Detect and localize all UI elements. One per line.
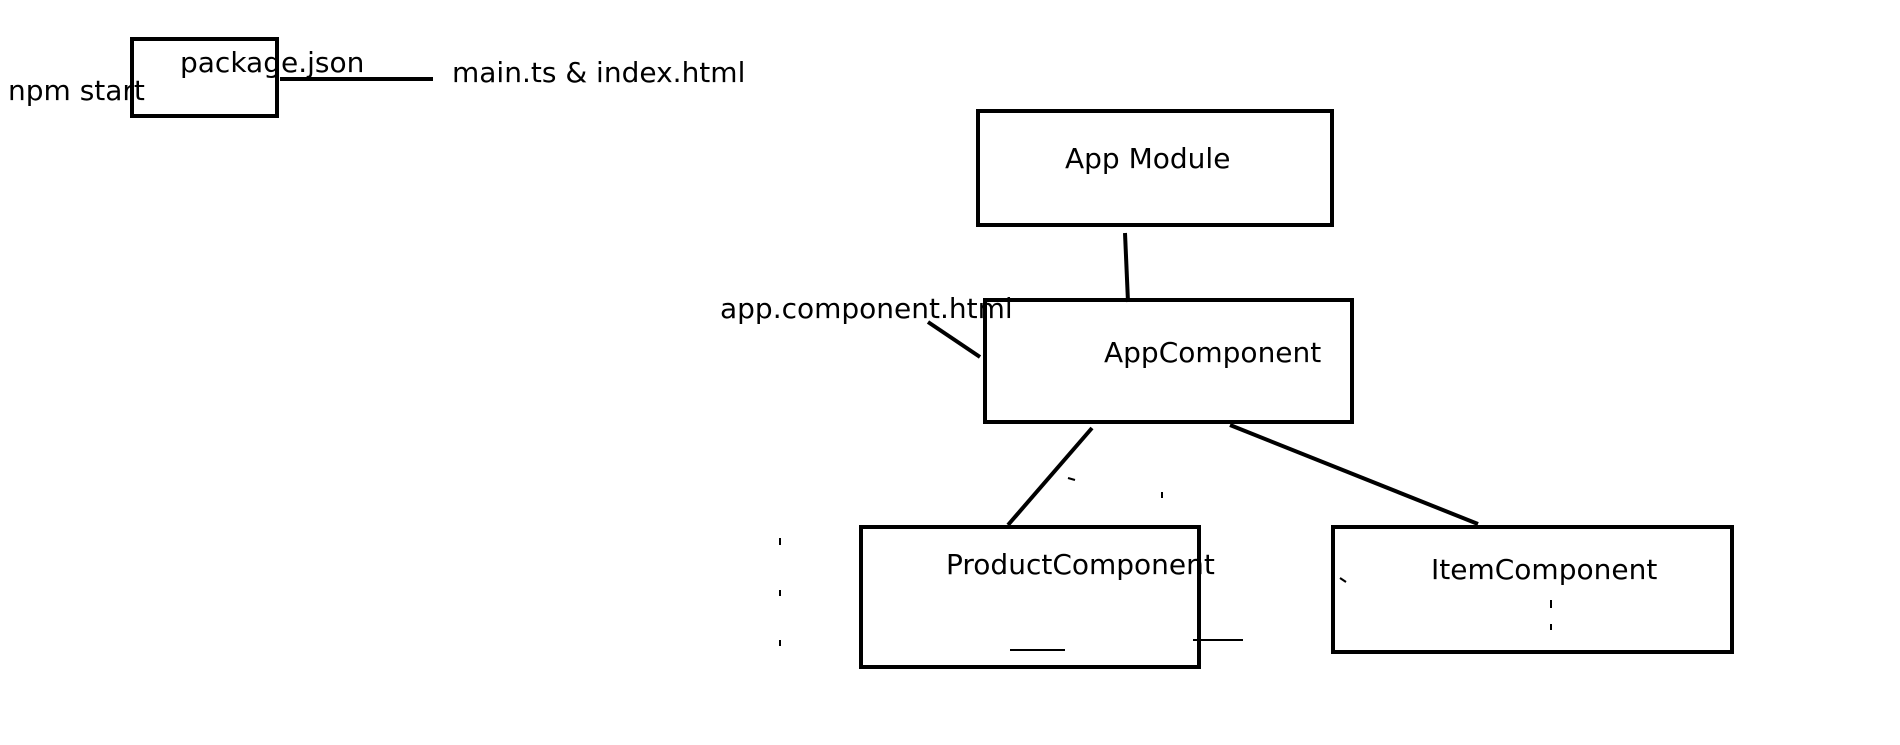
product-component-label: ProductComponent (946, 548, 1215, 581)
app-module-box (976, 109, 1334, 227)
app-component-label: AppComponent (1104, 336, 1321, 369)
package-json-label: package.json (180, 46, 364, 79)
stray-mark (1067, 477, 1076, 481)
app-component-to-product-connector (1006, 426, 1094, 527)
app-component-box (983, 298, 1354, 424)
stray-mark (1339, 577, 1347, 583)
app-component-html-connector (926, 320, 982, 359)
app-module-label: App Module (1065, 142, 1230, 175)
app-component-to-item-connector (1229, 423, 1479, 526)
product-component-box (859, 525, 1201, 669)
app-module-to-app-component-connector (1123, 232, 1130, 303)
item-component-label: ItemComponent (1431, 553, 1657, 586)
npm-start-label: npm start (8, 74, 145, 107)
item-component-box (1331, 525, 1734, 654)
main-index-label: main.ts & index.html (452, 56, 745, 89)
app-component-html-label: app.component.html (720, 292, 1013, 325)
package-json-box (130, 37, 279, 118)
